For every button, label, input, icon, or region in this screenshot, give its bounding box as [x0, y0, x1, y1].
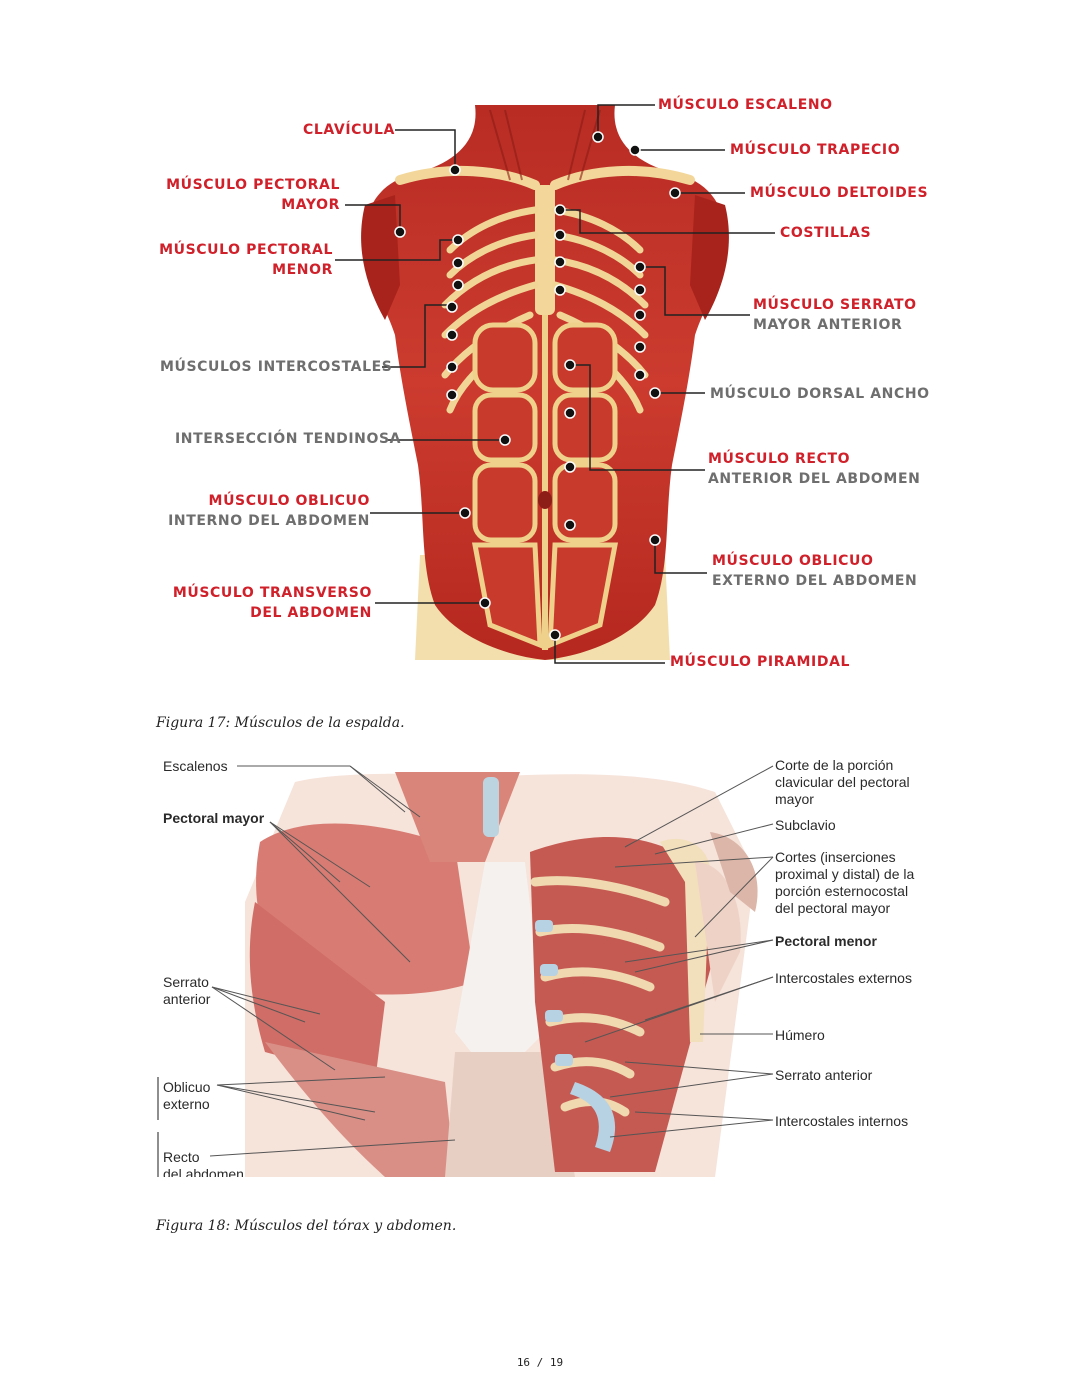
- label-pectoral-menor-line1: MÚSCULO PECTORAL: [159, 242, 333, 258]
- label-cortes-line3: porción esternocostal: [775, 883, 909, 899]
- label-oblicuo-interno-line2: INTERNO DEL ABDOMEN: [168, 513, 370, 529]
- label-recto-abdomen-line1: Recto: [163, 1149, 200, 1165]
- label-transverso-line2: DEL ABDOMEN: [250, 605, 372, 621]
- label-corte-clavicular-line2: clavicular del pectoral: [775, 774, 910, 790]
- label-recto-abdomen-line2: del abdomen: [163, 1166, 244, 1177]
- label-pectoral-mayor-line2: MAYOR: [281, 197, 340, 213]
- label-oblicuo-externo-line1: MÚSCULO OBLICUO: [712, 553, 874, 569]
- label-oblicuo-externo-line2: EXTERNO DEL ABDOMEN: [712, 573, 918, 589]
- label-serrato-anterior-left-line1: Serrato: [163, 974, 209, 990]
- label-musculo-dorsal-ancho: MÚSCULO DORSAL ANCHO: [710, 386, 930, 402]
- label-recto-line2: ANTERIOR DEL ABDOMEN: [708, 471, 921, 487]
- label-cortes-line1: Cortes (inserciones: [775, 849, 896, 865]
- label-clavicula: CLAVÍCULA: [303, 122, 395, 138]
- figure-18-caption: Figura 18: Músculos del tórax y abdomen.: [156, 1218, 457, 1234]
- label-serrato-line1: MÚSCULO SERRATO: [753, 297, 917, 313]
- label-musculo-escaleno: MÚSCULO ESCALENO: [658, 97, 833, 113]
- label-escalenos: Escalenos: [163, 758, 228, 774]
- label-interseccion-tendinosa: INTERSECCIÓN TENDINOSA: [175, 431, 402, 447]
- label-musculos-intercostales: MÚSCULOS INTERCOSTALES: [160, 359, 393, 375]
- label-serrato-anterior-right: Serrato anterior: [775, 1067, 873, 1083]
- label-musculo-trapecio: MÚSCULO TRAPECIO: [730, 142, 901, 158]
- label-oblicuo-externo-line1: Oblicuo: [163, 1079, 211, 1095]
- label-serrato-anterior-left-line2: anterior: [163, 991, 211, 1007]
- label-cortes-line4: del pectoral mayor: [775, 900, 891, 916]
- page-number: 16 / 19: [516, 1356, 564, 1369]
- label-intercostales-externos: Intercostales externos: [775, 970, 912, 986]
- figure-18-leader-lines: [157, 765, 774, 1177]
- label-pectoral-mayor: Pectoral mayor: [163, 810, 265, 826]
- label-cortes-line2: proximal y distal) de la: [775, 866, 915, 882]
- figure-18-thorax-abdomen-muscles: Escalenos Pectoral mayor Serrato anterio…: [155, 752, 935, 1177]
- label-pectoral-menor: Pectoral menor: [775, 933, 877, 949]
- label-intercostales-internos: Intercostales internos: [775, 1113, 909, 1129]
- figure-17-anterior-torso-muscles: MÚSCULO ESCALENO CLAVÍCULA MÚSCULO TRAPE…: [150, 85, 940, 685]
- label-pectoral-mayor-line1: MÚSCULO PECTORAL: [166, 177, 340, 193]
- figure-17-caption: Figura 17: Músculos de la espalda.: [156, 715, 405, 731]
- label-musculo-deltoides: MÚSCULO DELTOIDES: [750, 185, 929, 201]
- label-oblicuo-externo-line2: externo: [163, 1096, 210, 1112]
- label-costillas: COSTILLAS: [780, 225, 872, 241]
- label-subclavio: Subclavio: [775, 817, 836, 833]
- label-recto-line1: MÚSCULO RECTO: [708, 451, 851, 467]
- label-corte-clavicular-line3: mayor: [775, 791, 814, 807]
- label-transverso-line1: MÚSCULO TRANSVERSO: [172, 585, 372, 601]
- label-humero: Húmero: [775, 1027, 825, 1043]
- figure-17-leader-lines: [335, 104, 775, 664]
- label-pectoral-menor-line2: MENOR: [272, 262, 333, 278]
- label-musculo-piramidal: MÚSCULO PIRAMIDAL: [670, 654, 851, 670]
- label-oblicuo-interno-line1: MÚSCULO OBLICUO: [208, 493, 370, 509]
- label-serrato-line2: MAYOR ANTERIOR: [753, 317, 903, 333]
- label-corte-clavicular-line1: Corte de la porción: [775, 757, 894, 773]
